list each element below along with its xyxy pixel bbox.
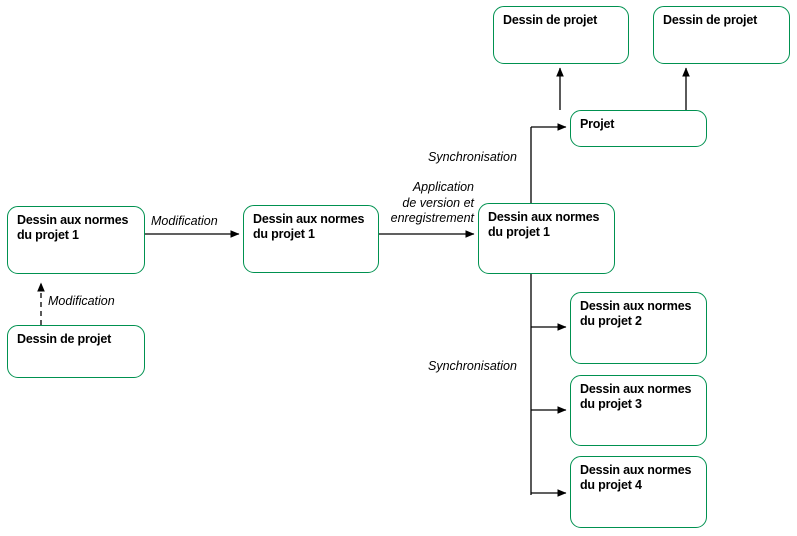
edge-label-application-de-version: Application de version et enregistrement	[390, 180, 474, 225]
node-dessin-normes-projet-3[interactable]: Dessin aux normes du projet 3	[570, 375, 707, 446]
node-label: Dessin de projet	[503, 13, 598, 27]
node-dessin-normes-projet-2[interactable]: Dessin aux normes du projet 2	[570, 292, 707, 364]
node-dessin-projet-top-left[interactable]: Dessin de projet	[493, 6, 629, 64]
node-label: Dessin de projet	[663, 13, 758, 27]
node-dessin-projet-bottom[interactable]: Dessin de projet	[7, 325, 145, 378]
node-label: Dessin aux normes du projet 3	[580, 382, 692, 411]
node-dessin-normes-projet-4[interactable]: Dessin aux normes du projet 4	[570, 456, 707, 528]
node-dessin-normes-projet-1-modifie[interactable]: Dessin aux normes du projet 1	[243, 205, 379, 273]
node-label: Dessin aux normes du projet 1	[488, 210, 600, 239]
node-label: Dessin aux normes du projet 1	[17, 213, 129, 242]
node-projet[interactable]: Projet	[570, 110, 707, 147]
node-dessin-normes-projet-1-source[interactable]: Dessin aux normes du projet 1	[7, 206, 145, 274]
node-dessin-projet-top-right[interactable]: Dessin de projet	[653, 6, 790, 64]
edge-label-modification-vertical: Modification	[48, 294, 115, 308]
node-label: Dessin aux normes du projet 1	[253, 212, 365, 241]
node-label: Projet	[580, 117, 615, 131]
node-label: Dessin aux normes du projet 4	[580, 463, 692, 492]
node-label: Dessin de projet	[17, 332, 112, 346]
node-dessin-normes-projet-1-enregistre[interactable]: Dessin aux normes du projet 1	[478, 203, 615, 274]
node-label: Dessin aux normes du projet 2	[580, 299, 692, 328]
edge-label-synchronisation-haut: Synchronisation	[428, 150, 517, 164]
edge-label-modification-horizontal: Modification	[151, 214, 218, 228]
edge-label-synchronisation-bas: Synchronisation	[428, 359, 517, 373]
